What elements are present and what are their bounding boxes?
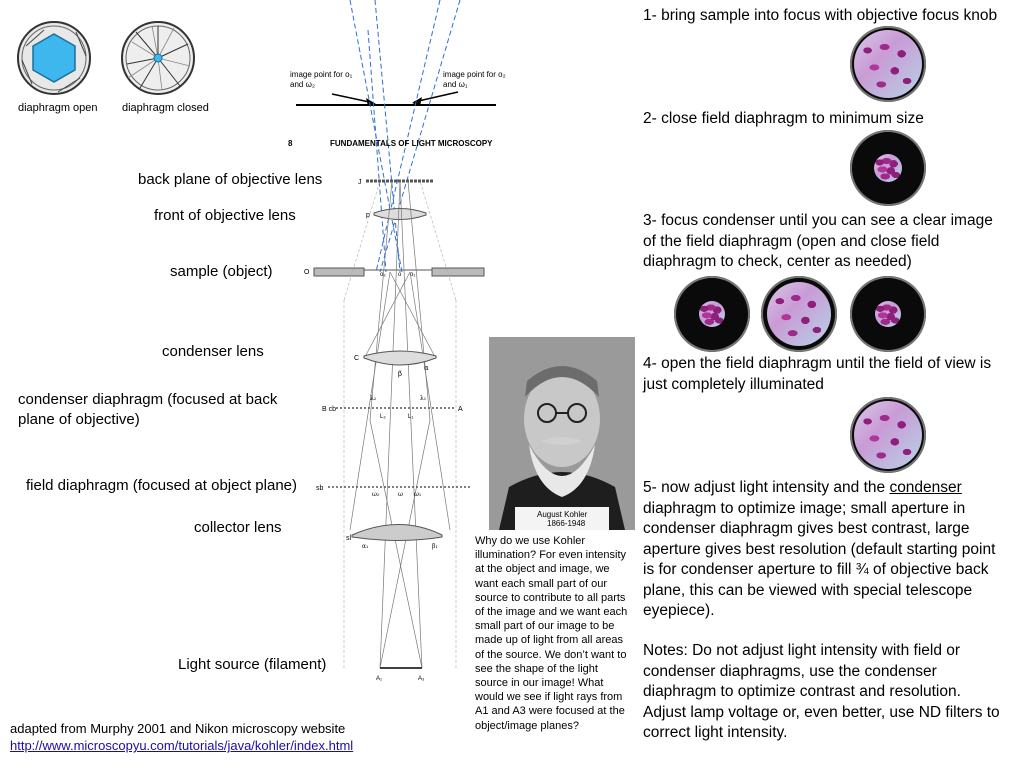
step-4-text: 4- open the field diaphragm until the fi… — [643, 355, 992, 393]
label-light-source: Light source (filament) — [178, 656, 327, 673]
view-step3-c-thumbnail — [850, 276, 926, 352]
step-3-text: 3- focus condenser until you can see a c… — [643, 212, 993, 270]
letter-sl: sl — [346, 535, 352, 542]
letter-L2: L₂ — [380, 414, 386, 420]
image-point-o1-label: image point for o₁ and ω₂ — [290, 70, 353, 89]
footer-credit: adapted from Murphy 2001 and Nikon micro… — [10, 721, 346, 736]
diaphragm-open-icon — [17, 21, 91, 95]
letter-lambda2: λ₂ — [370, 395, 377, 402]
step-5-text: 5- now adjust light intensity and the co… — [643, 479, 996, 619]
letter-p: p — [366, 212, 370, 219]
letter-o1: o₁ — [410, 272, 415, 278]
letter-alpha1: α₁ — [362, 543, 368, 550]
letter-L1: L₁ — [408, 414, 413, 420]
label-condenser-lens: condenser lens — [162, 343, 264, 360]
diaphragm-open-label: diaphragm open — [18, 102, 98, 114]
letter-omega2: ω₂ — [372, 491, 380, 498]
book-header-title: FUNDAMENTALS OF LIGHT MICROSCOPY — [330, 139, 493, 148]
label-sample: sample (object) — [170, 263, 273, 280]
view-in-focus-thumbnail — [850, 26, 926, 102]
label-back-plane: back plane of objective lens — [138, 171, 323, 188]
label-field-diaphragm: field diaphragm (focused at object plane… — [26, 477, 297, 494]
letter-A1: A₁ — [376, 676, 382, 682]
notes-text: Notes: Do not adjust light intensity wit… — [643, 642, 1000, 741]
portrait-caption-name: August Kohler — [537, 510, 588, 519]
letter-lambda1: λ₁ — [420, 395, 426, 402]
letter-alpha: α — [424, 364, 429, 372]
letter-omega1: ω₁ — [414, 491, 421, 498]
letter-Bcb: B cb — [322, 406, 336, 413]
letter-C: C — [354, 355, 359, 362]
label-front-lens: front of objective lens — [154, 207, 296, 224]
label-condenser-diaphragm: condenser diaphragm (focused at back pla… — [18, 391, 278, 428]
letter-J: J — [358, 179, 362, 186]
letter-omega: ω — [398, 491, 403, 498]
letter-o: o — [398, 272, 402, 278]
book-page-number: 8 — [288, 139, 293, 148]
view-field-closed-thumbnail — [850, 130, 926, 206]
letter-A: A — [458, 406, 463, 413]
step-2-text: 2- close field diaphragm to minimum size — [643, 110, 924, 127]
step-1-text: 1- bring sample into focus with objectiv… — [643, 7, 998, 24]
letter-sb: sb — [316, 485, 324, 492]
letter-A3: A₃ — [418, 676, 425, 682]
view-step3-a-thumbnail — [674, 276, 750, 352]
diaphragm-closed-label: diaphragm closed — [122, 102, 209, 114]
kohler-ray-diagram: 8 FUNDAMENTALS OF LIGHT MICROSCOPY J p O… — [288, 0, 496, 682]
label-collector-lens: collector lens — [194, 519, 282, 536]
footer-url-link[interactable]: http://www.microscopyu.com/tutorials/jav… — [10, 738, 354, 753]
letter-O: O — [304, 269, 310, 276]
view-step3-b-thumbnail — [761, 276, 837, 352]
image-point-o2-label: image point for o₂ and ω₁ — [443, 70, 506, 89]
letter-beta1: β₁ — [432, 543, 438, 550]
diaphragm-closed-icon — [121, 21, 195, 95]
view-field-open-thumbnail — [850, 397, 926, 473]
kohler-question-text: Why do we use Kohler illumination? For e… — [475, 535, 628, 732]
august-kohler-portrait: August Kohler 1866-1948 — [489, 337, 635, 530]
portrait-caption-years: 1866-1948 — [547, 519, 586, 528]
letter-beta: β — [398, 370, 402, 378]
